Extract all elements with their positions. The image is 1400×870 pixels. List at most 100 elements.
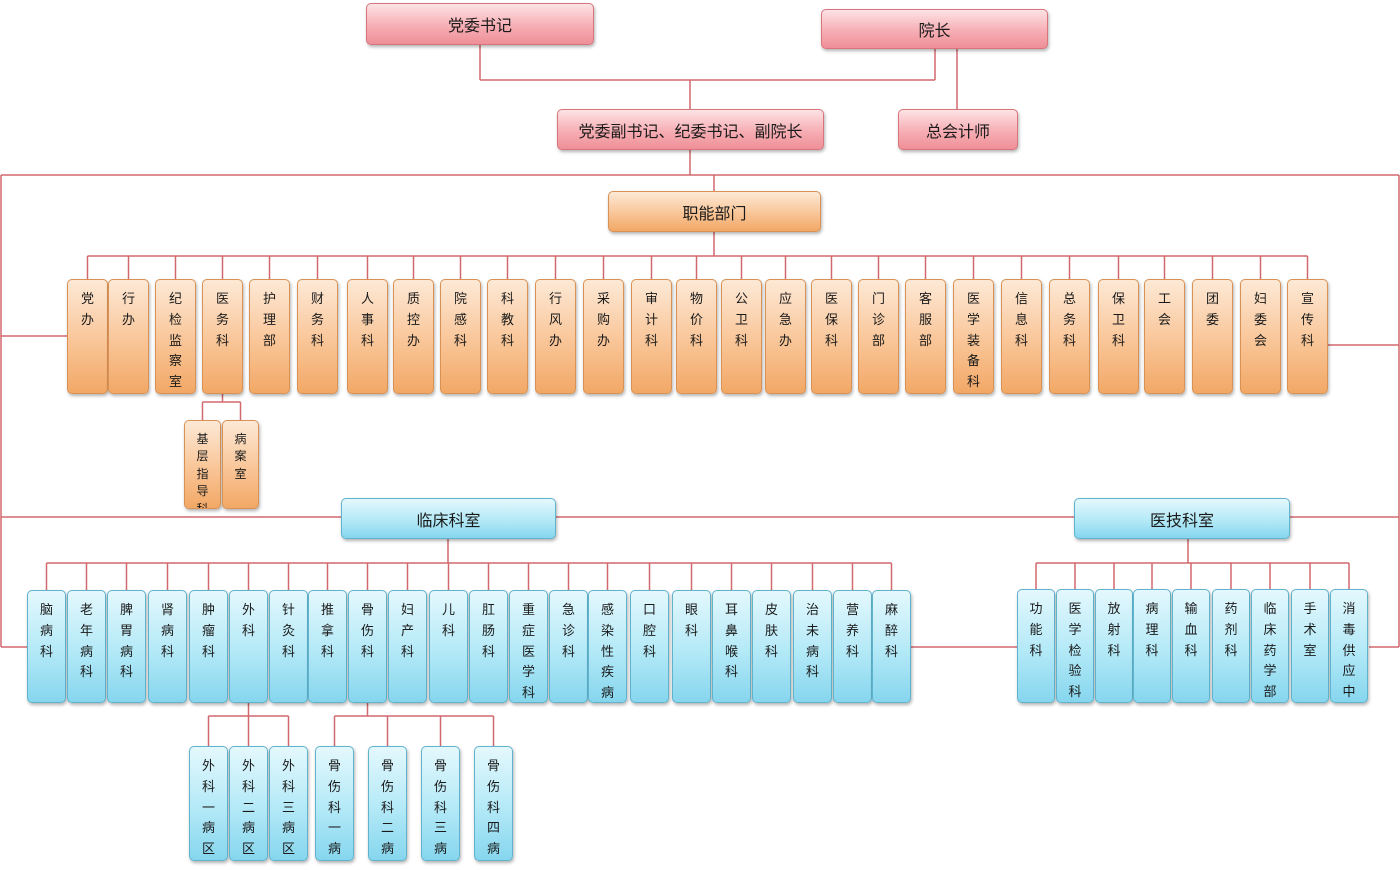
functional-dept-12-label: 采购办	[596, 292, 610, 349]
deputies-box: 党委副书记、纪委书记、副院长	[557, 109, 824, 150]
functional-dept-17: 医保科	[811, 279, 852, 394]
clinical-dept-20-label: 治未病科	[805, 603, 819, 681]
orthopedic-ward-3-label: 骨伤科三病区	[433, 759, 447, 858]
clinical-dept-7: 针灸科	[269, 590, 308, 703]
functional-dept-15: 公卫科	[721, 279, 762, 394]
medical-affairs-sub-1-label: 基层指导科	[196, 432, 209, 509]
functional-dept-13: 审计科	[631, 279, 672, 394]
orthopedic-ward-4: 骨伤科四病区	[474, 746, 513, 861]
functional-dept-22-label: 总务科	[1062, 292, 1076, 349]
functional-dept-26: 妇委会	[1240, 279, 1281, 394]
functional-dept-21: 信息科	[1001, 279, 1042, 394]
clinical-dept-12-label: 肛肠科	[481, 603, 495, 660]
clinical-title: 临床科室	[416, 510, 481, 530]
functional-dept-17-label: 医保科	[824, 292, 838, 349]
functional-dept-23-label: 保卫科	[1111, 292, 1125, 349]
functional-dept-2: 行办	[108, 279, 149, 394]
functional-dept-4: 医务科	[202, 279, 243, 394]
orthopedic-ward-1-label: 骨伤科一病区	[327, 759, 341, 858]
functional-dept-5-label: 护理部	[262, 292, 276, 349]
functional-dept-25-label: 团委	[1205, 292, 1219, 328]
clinical-dept-8-label: 推拿科	[320, 603, 334, 660]
functional-dept-27-label: 宣传科	[1300, 292, 1314, 349]
medtech-departments-header: 医技科室	[1074, 498, 1290, 539]
functional-dept-6-label: 财务科	[310, 292, 324, 349]
functional-dept-22: 总务科	[1049, 279, 1090, 394]
medtech-dept-2: 医学检验科	[1056, 589, 1094, 703]
clinical-dept-19: 皮肤科	[752, 590, 791, 703]
functional-dept-4-label: 医务科	[215, 292, 229, 349]
clinical-dept-18-label: 耳鼻喉科	[724, 603, 738, 681]
clinical-dept-1-label: 脑病科	[39, 603, 53, 660]
functional-dept-13-label: 审计科	[644, 292, 658, 349]
functional-dept-20-label: 医学装备科	[966, 292, 980, 391]
clinical-dept-6: 外科	[229, 590, 268, 703]
functional-dept-26-label: 妇委会	[1253, 292, 1267, 349]
surgery-ward-1-label: 外科一病区	[201, 759, 215, 858]
clinical-dept-17: 眼科	[672, 590, 711, 703]
medtech-dept-6: 药剂科	[1212, 589, 1250, 703]
functional-dept-12: 采购办	[583, 279, 624, 394]
clinical-dept-21: 营养科	[833, 590, 872, 703]
functional-dept-14: 物价科	[676, 279, 717, 394]
clinical-dept-3-label: 脾胃病科	[119, 603, 133, 681]
clinical-dept-18: 耳鼻喉科	[712, 590, 751, 703]
clinical-dept-13-label: 重症医学科	[521, 603, 535, 702]
surgery-ward-3-label: 外科三病区	[281, 759, 295, 858]
clinical-dept-19-label: 皮肤科	[764, 603, 778, 660]
functional-dept-9: 院感科	[440, 279, 481, 394]
medtech-dept-5: 输血科	[1172, 589, 1210, 703]
clinical-dept-2-label: 老年病科	[79, 603, 93, 681]
functional-dept-3-label: 纪检监察室	[168, 292, 182, 391]
medtech-title: 医技科室	[1149, 510, 1214, 530]
president-label: 院长	[918, 21, 951, 40]
functional-dept-18-label: 门诊部	[871, 292, 885, 349]
clinical-dept-14-label: 急诊科	[561, 603, 575, 660]
medtech-dept-2-label: 医学检验科	[1068, 602, 1082, 701]
clinical-dept-9-label: 骨伤科	[360, 603, 374, 660]
clinical-dept-3: 脾胃病科	[107, 590, 146, 703]
functional-dept-7: 人事科	[347, 279, 388, 394]
medical-affairs-sub-2: 病案室	[222, 420, 259, 509]
surgery-ward-2: 外科二病区	[229, 746, 268, 861]
clinical-dept-20: 治未病科	[793, 590, 832, 703]
functional-dept-24: 工会	[1144, 279, 1185, 394]
surgery-ward-2-label: 外科二病区	[241, 759, 255, 858]
clinical-dept-17-label: 眼科	[684, 603, 698, 639]
functional-dept-20: 医学装备科	[953, 279, 994, 394]
clinical-dept-4: 肾病科	[148, 590, 187, 703]
clinical-dept-5-label: 肿瘤科	[201, 603, 215, 660]
medtech-dept-3-label: 放射科	[1107, 602, 1121, 659]
functional-dept-8: 质控办	[393, 279, 434, 394]
clinical-dept-6-label: 外科	[241, 603, 255, 639]
orthopedic-ward-2-label: 骨伤科二病区	[380, 759, 394, 858]
functional-title: 职能部门	[682, 203, 747, 223]
functional-dept-8-label: 质控办	[406, 292, 420, 349]
clinical-dept-9: 骨伤科	[348, 590, 387, 703]
medtech-dept-4: 病理科	[1133, 589, 1171, 703]
functional-dept-6: 财务科	[297, 279, 338, 394]
clinical-dept-12: 肛肠科	[469, 590, 508, 703]
clinical-dept-11-label: 儿科	[441, 603, 455, 639]
functional-dept-5: 护理部	[249, 279, 290, 394]
medtech-dept-9-label: 消毒供应中心	[1342, 602, 1356, 701]
clinical-dept-13: 重症医学科	[509, 590, 548, 703]
clinical-dept-21-label: 营养科	[845, 603, 859, 660]
clinical-dept-10-label: 妇产科	[400, 603, 414, 660]
medtech-dept-7: 临床药学部	[1251, 589, 1289, 703]
functional-dept-7-label: 人事科	[360, 292, 374, 349]
functional-dept-21-label: 信息科	[1014, 292, 1028, 349]
functional-dept-1-label: 党办	[80, 292, 94, 328]
functional-dept-19-label: 客服部	[918, 292, 932, 349]
clinical-dept-22: 麻醉科	[872, 590, 911, 703]
medtech-dept-5-label: 输血科	[1184, 602, 1198, 659]
clinical-dept-8: 推拿科	[308, 590, 347, 703]
functional-dept-25: 团委	[1192, 279, 1233, 394]
clinical-dept-22-label: 麻醉科	[884, 603, 898, 660]
clinical-dept-15-label: 感染性疾病科	[600, 603, 614, 702]
medtech-dept-6-label: 药剂科	[1224, 602, 1238, 659]
functional-dept-2-label: 行办	[121, 292, 135, 328]
functional-dept-15-label: 公卫科	[734, 292, 748, 349]
clinical-dept-16: 口腔科	[630, 590, 669, 703]
